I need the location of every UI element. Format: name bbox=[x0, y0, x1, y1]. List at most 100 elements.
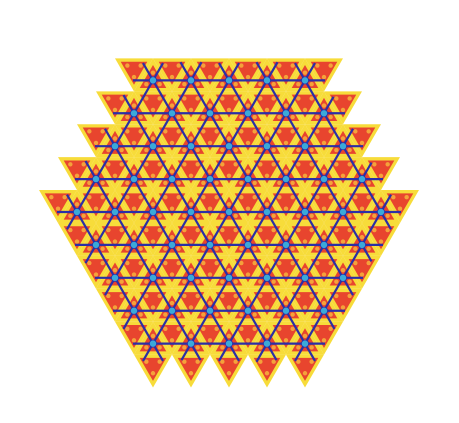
tile-dot bbox=[290, 181, 294, 185]
tile-dot bbox=[233, 82, 237, 86]
tile-dot bbox=[113, 108, 117, 112]
tile-dot bbox=[265, 305, 269, 309]
tile-dot bbox=[201, 327, 205, 331]
tile-dot bbox=[239, 327, 243, 331]
tile-dot bbox=[163, 181, 167, 185]
tile-dot bbox=[347, 162, 351, 166]
tile-dot bbox=[315, 195, 319, 199]
tile-dot bbox=[284, 75, 288, 79]
tile-dot bbox=[182, 279, 186, 283]
tile-dot bbox=[239, 115, 243, 119]
lattice-node bbox=[111, 274, 118, 281]
tile-dot bbox=[195, 96, 199, 100]
tile-dot bbox=[271, 345, 275, 349]
tile-dot bbox=[138, 261, 142, 265]
tile-dot bbox=[189, 371, 193, 375]
tile-dot bbox=[277, 195, 281, 199]
tile-dot bbox=[322, 272, 326, 276]
tile-dot bbox=[138, 63, 142, 67]
tile-dot bbox=[125, 261, 129, 265]
tile-dot bbox=[151, 239, 155, 243]
tile-dot bbox=[379, 239, 383, 243]
tile-dot bbox=[347, 279, 351, 283]
tile-dot bbox=[284, 301, 288, 305]
tile-dot bbox=[341, 239, 345, 243]
lattice-node bbox=[225, 340, 232, 347]
tile-dot bbox=[239, 261, 243, 265]
tile-dot bbox=[227, 268, 231, 272]
tile-dot bbox=[138, 115, 142, 119]
tile-dot bbox=[385, 228, 389, 232]
lattice-node bbox=[320, 307, 327, 314]
lattice-node bbox=[149, 143, 156, 150]
tile-dot bbox=[372, 214, 376, 218]
tile-dot bbox=[271, 228, 275, 232]
tile-dot bbox=[252, 181, 256, 185]
tile-dot bbox=[56, 207, 60, 211]
tile-dot bbox=[214, 261, 218, 265]
tile-dot bbox=[87, 129, 91, 133]
tile-dot bbox=[163, 129, 167, 133]
tile-dot bbox=[201, 261, 205, 265]
tile-dot bbox=[404, 195, 408, 199]
tile-dot bbox=[309, 162, 313, 166]
tile-dot bbox=[239, 195, 243, 199]
tile-dot bbox=[119, 279, 123, 283]
tile-dot bbox=[170, 169, 174, 173]
tile-dot bbox=[334, 162, 338, 166]
tile-dot bbox=[157, 279, 161, 283]
tile-dot bbox=[315, 247, 319, 251]
tile-dot bbox=[353, 129, 357, 133]
tile-dot bbox=[309, 294, 313, 298]
tile-dot bbox=[265, 202, 269, 206]
tile-dot bbox=[303, 202, 307, 206]
tile-dot bbox=[227, 174, 231, 178]
tile-dot bbox=[214, 115, 218, 119]
tile-dot bbox=[220, 96, 224, 100]
tile-dot bbox=[220, 345, 224, 349]
lattice-node bbox=[263, 208, 270, 215]
tile-dot bbox=[328, 195, 332, 199]
lattice-node bbox=[168, 307, 175, 314]
tile-dot bbox=[100, 261, 104, 265]
tile-dot bbox=[258, 294, 262, 298]
tile-dot bbox=[334, 214, 338, 218]
tile-dot bbox=[113, 202, 117, 206]
tile-dot bbox=[233, 294, 237, 298]
tile-dot bbox=[170, 75, 174, 79]
tile-dot bbox=[303, 174, 307, 178]
tile-dot bbox=[233, 345, 237, 349]
tile-dot bbox=[144, 360, 148, 364]
tile-dot bbox=[277, 115, 281, 119]
tile-dot bbox=[189, 305, 193, 309]
tile-dot bbox=[81, 214, 85, 218]
tile-dot bbox=[379, 174, 383, 178]
lattice-node bbox=[301, 143, 308, 150]
tile-dot bbox=[246, 338, 250, 342]
tile-dot bbox=[284, 272, 288, 276]
lattice-node bbox=[244, 307, 251, 314]
tile-dot bbox=[214, 195, 218, 199]
tile-dot bbox=[201, 63, 205, 67]
lattice-node bbox=[73, 208, 80, 215]
tile-dot bbox=[195, 360, 199, 364]
lattice-node bbox=[282, 307, 289, 314]
tile-dot bbox=[366, 247, 370, 251]
tile-dot bbox=[284, 338, 288, 342]
lattice-node bbox=[320, 241, 327, 248]
tile-dot bbox=[138, 195, 142, 199]
tile-dot bbox=[328, 115, 332, 119]
tile-dot bbox=[271, 279, 275, 283]
tile-dot bbox=[227, 334, 231, 338]
tile-dot bbox=[176, 261, 180, 265]
tile-dot bbox=[157, 96, 161, 100]
tile-dot bbox=[309, 228, 313, 232]
tile-dot bbox=[119, 294, 123, 298]
tile-dot bbox=[277, 327, 281, 331]
tile-dot bbox=[309, 82, 313, 86]
tile-dot bbox=[296, 360, 300, 364]
tile-dot bbox=[277, 247, 281, 251]
tile-dot bbox=[322, 235, 326, 239]
lattice-node bbox=[187, 274, 194, 281]
tile-dot bbox=[138, 181, 142, 185]
